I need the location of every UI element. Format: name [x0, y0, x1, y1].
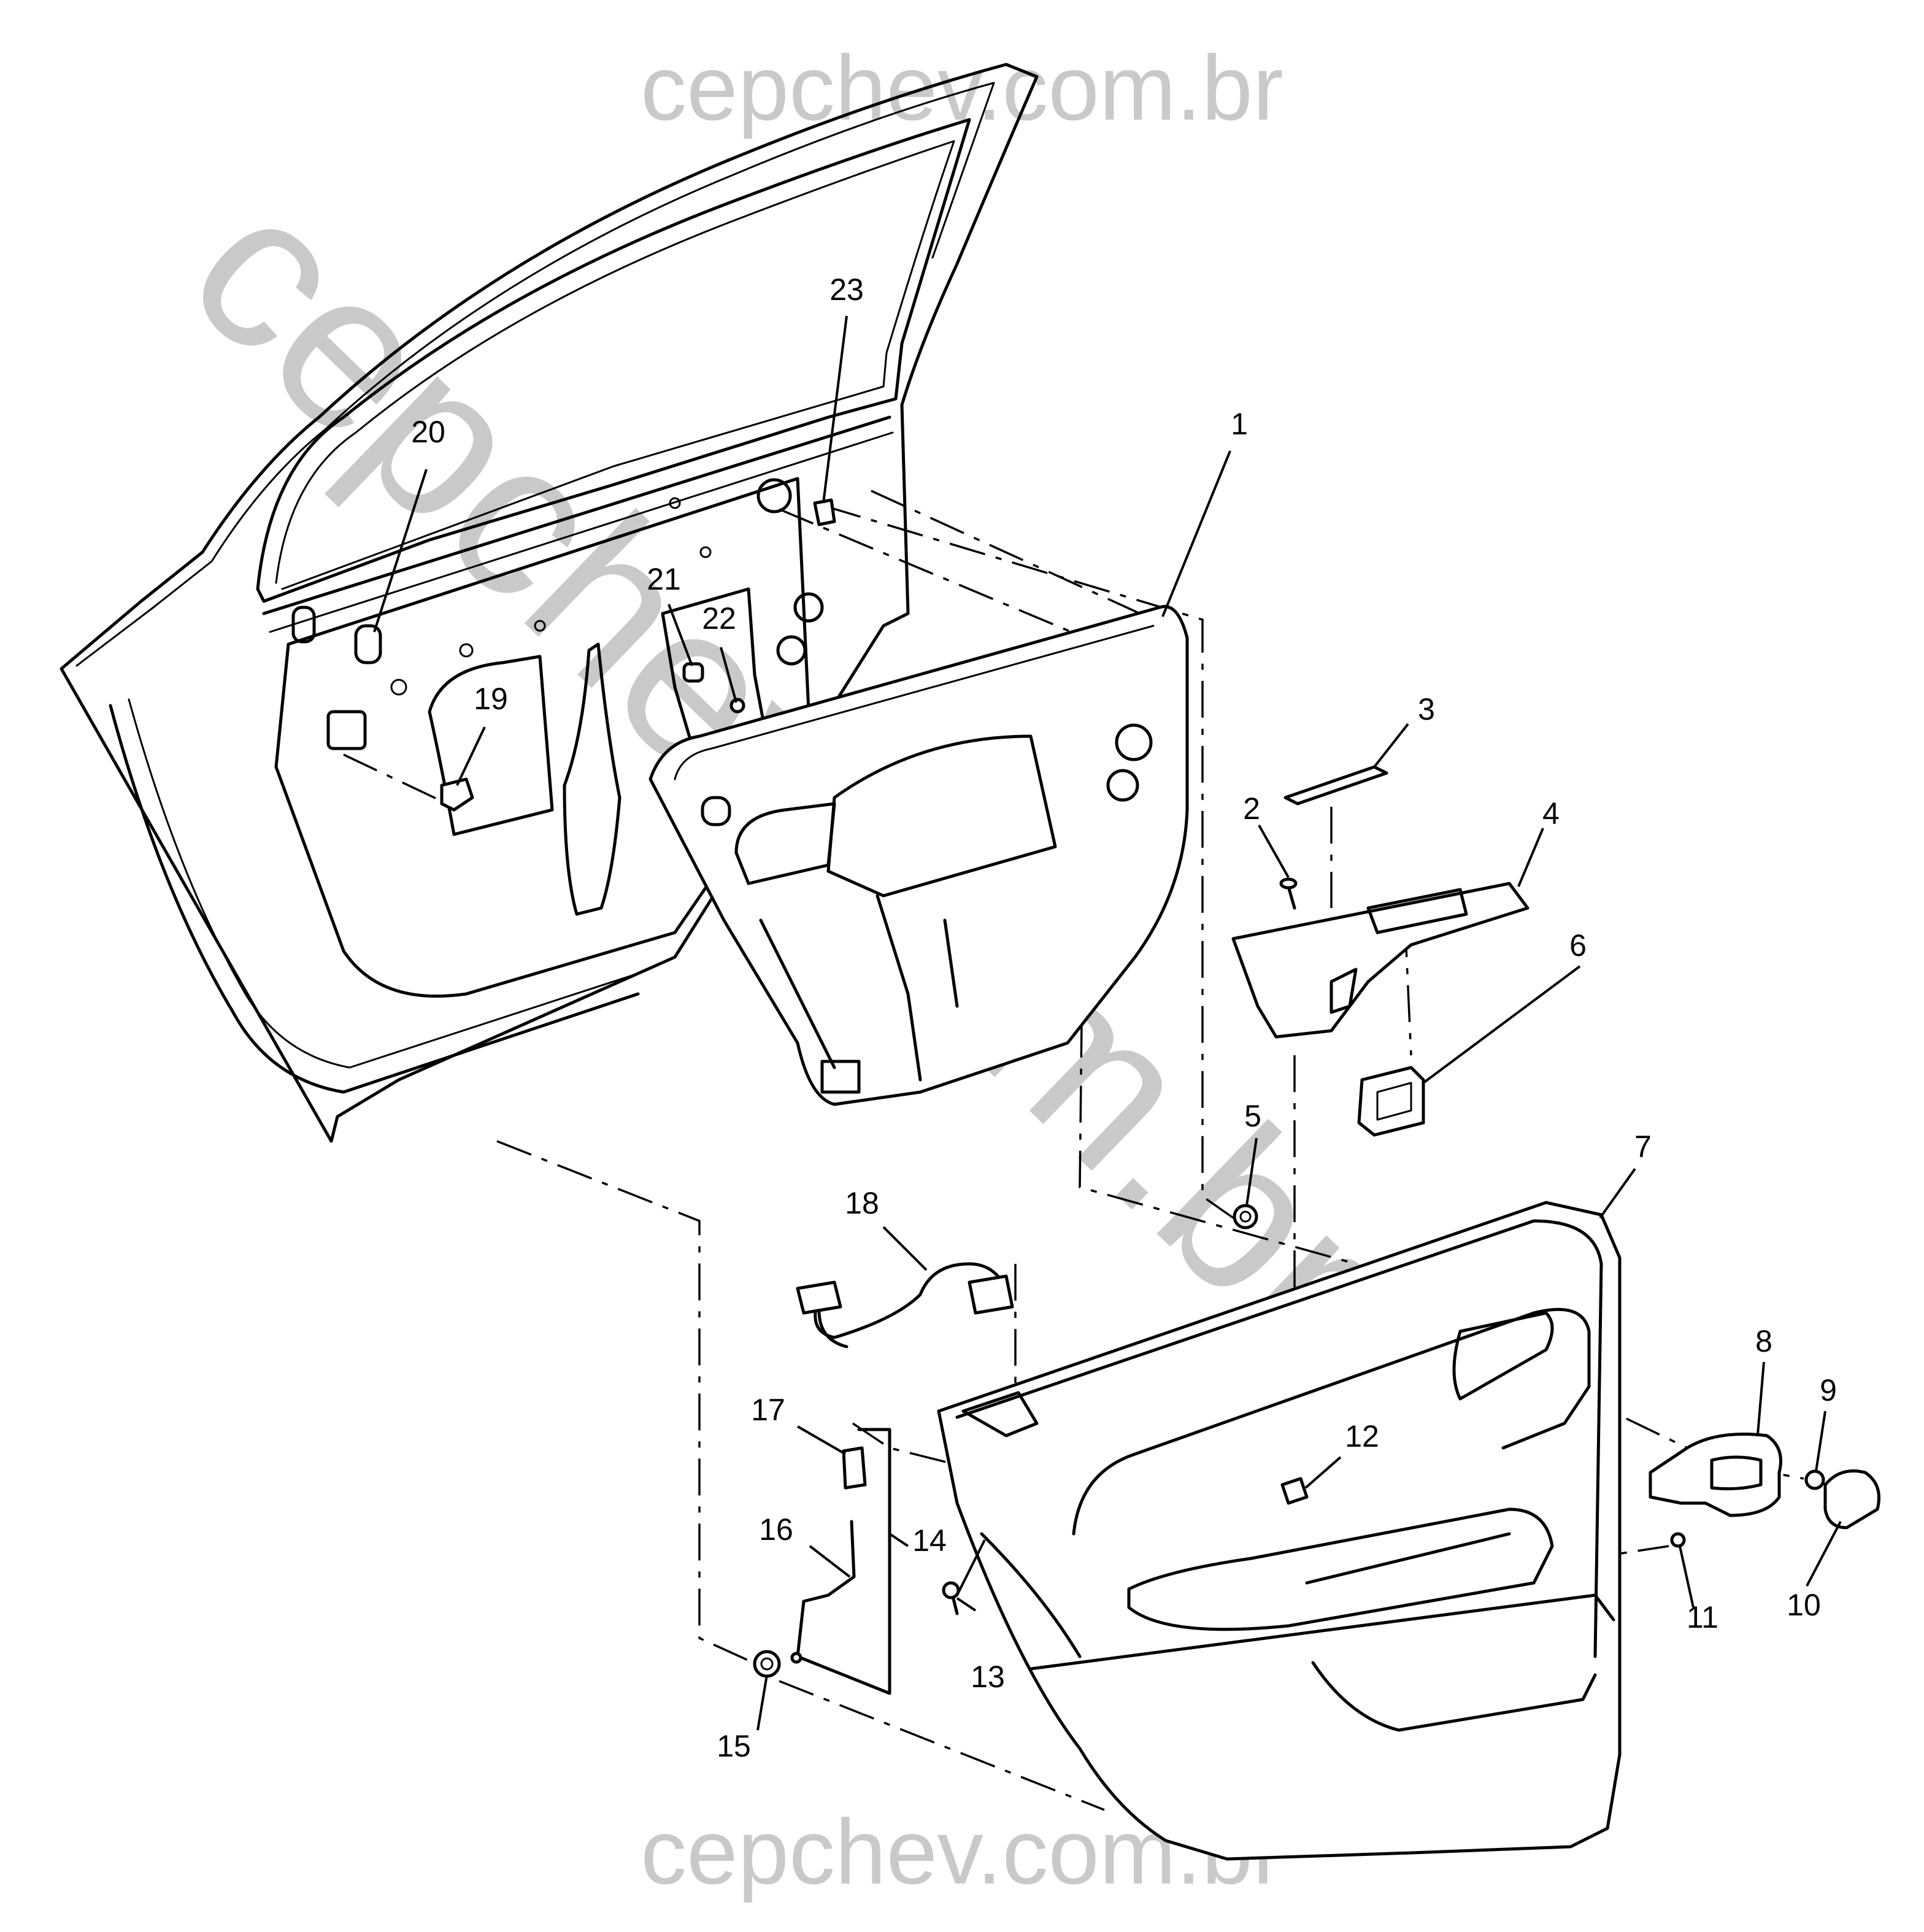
screw-part-13 — [942, 1581, 960, 1615]
callout-14: 14 — [912, 1523, 947, 1558]
handle-cap-part-10 — [1823, 1469, 1880, 1530]
callout-3: 3 — [1418, 692, 1435, 726]
screw-part-22 — [729, 698, 745, 714]
door-frame — [60, 63, 1039, 1143]
screw-part-11 — [1670, 1532, 1686, 1548]
knob-part-17 — [842, 1446, 867, 1490]
callout-1: 1 — [1231, 407, 1248, 441]
screw-part-9 — [1804, 1469, 1825, 1490]
watermark-top: cepchev.com.br — [641, 36, 1283, 139]
wire-harness-part-18 — [796, 1262, 1014, 1349]
callout-4: 4 — [1542, 796, 1560, 831]
clip-part-23 — [813, 498, 836, 526]
callout-11: 11 — [1687, 1600, 1718, 1634]
callout-18: 18 — [845, 1186, 879, 1220]
screw-part-2 — [1279, 877, 1298, 910]
leader-lines — [373, 315, 1842, 1731]
callout-8: 8 — [1755, 1324, 1772, 1358]
callout-22: 22 — [702, 601, 736, 636]
callout-20: 20 — [411, 415, 445, 449]
callout-21: 21 — [647, 562, 681, 596]
callout-2: 2 — [1243, 791, 1260, 826]
push-pin-part-5 — [1233, 1204, 1258, 1230]
callout-7: 7 — [1634, 1130, 1652, 1164]
callout-12: 12 — [1345, 1419, 1379, 1453]
push-pin-part-15 — [753, 1650, 781, 1678]
callout-5: 5 — [1244, 1099, 1261, 1133]
callout-23: 23 — [829, 272, 864, 307]
bracket-part-14 — [796, 1428, 891, 1695]
inside-handle-part-8 — [1649, 1433, 1782, 1517]
callout-19: 19 — [474, 682, 508, 716]
trim-panel-outer — [937, 1201, 1622, 1861]
switch-bezel-part-4 — [1231, 882, 1530, 1039]
clip-part-12 — [1280, 1477, 1309, 1505]
plug-part-20 — [354, 624, 382, 664]
callout-6: 6 — [1569, 928, 1587, 963]
callout-10: 10 — [1787, 1588, 1821, 1622]
clip-part-21 — [682, 662, 704, 683]
callout-16: 16 — [759, 1512, 793, 1547]
callout-9: 9 — [1820, 1373, 1837, 1407]
callout-labels: 1 2 3 4 5 6 7 8 9 10 11 12 13 14 15 16 1… — [411, 272, 1837, 1763]
trim-panel-inner — [648, 605, 1189, 1106]
callout-15: 15 — [717, 1729, 751, 1763]
window-switch-part-6 — [1357, 1066, 1425, 1137]
callout-13: 13 — [971, 1660, 1005, 1694]
rod-part-16 — [790, 1520, 856, 1664]
clip-part-19 — [440, 777, 474, 812]
switch-cover-part-3 — [1283, 765, 1388, 806]
callout-17: 17 — [751, 1393, 785, 1427]
